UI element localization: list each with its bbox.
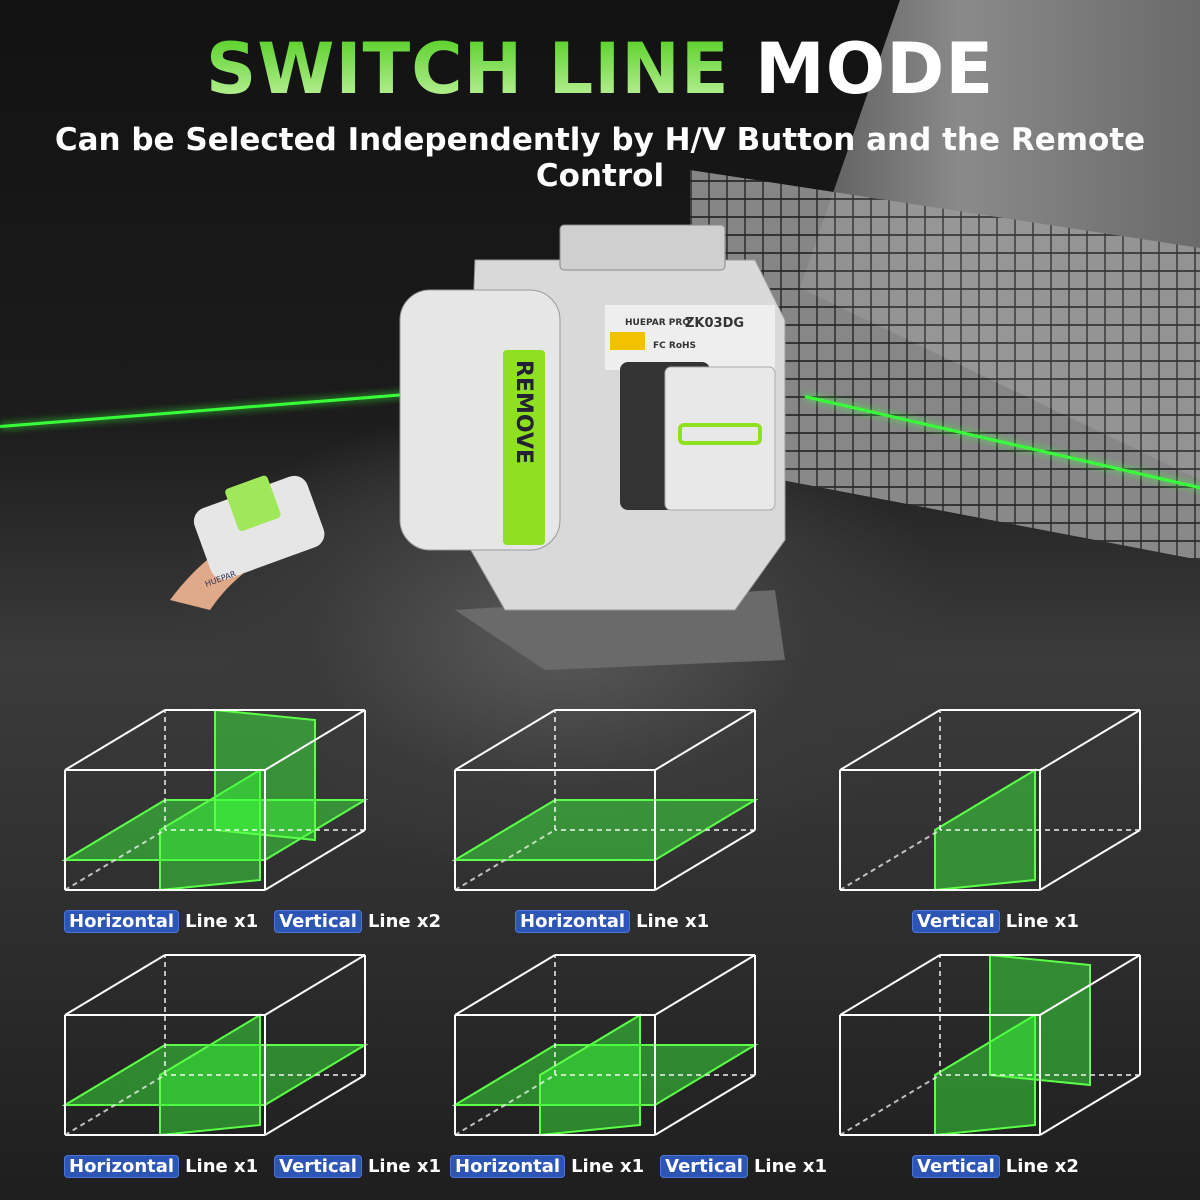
box-edge [654, 829, 756, 891]
line-mode-diagram [839, 709, 1141, 892]
vertical-tag: Vertical [274, 910, 362, 933]
box-edge [264, 1074, 366, 1136]
box-edge [839, 954, 941, 1016]
vertical-tag: Vertical [274, 1155, 362, 1178]
line-count: Line x2 [1005, 1156, 1079, 1177]
box-edge [1039, 709, 1141, 771]
title-white: MODE [755, 28, 995, 110]
line-count: Line x2 [367, 911, 442, 932]
box-edge [654, 954, 756, 1016]
vertical-tag: Vertical [660, 1155, 748, 1178]
line-mode-diagram [451, 709, 759, 891]
box-edge [454, 829, 556, 891]
line-count: Line x1 [367, 1156, 442, 1177]
box-edge [1039, 829, 1141, 891]
box-edge [839, 1074, 941, 1136]
line-count: Line x1 [1005, 911, 1079, 932]
horizontal-tag: Horizontal [515, 910, 631, 933]
box-edge [454, 954, 556, 1016]
box-edge [454, 709, 556, 771]
remote-control: HUEPAR [170, 475, 325, 610]
box-edge [264, 829, 366, 891]
box-edge [64, 1074, 166, 1136]
vertical-tag: Vertical [912, 910, 1000, 933]
box-edge [264, 709, 366, 771]
laser-level-device: REMOVE HUEPAR PRO ZK03DG FC RoHS [399, 224, 786, 670]
line-mode-diagram [61, 954, 369, 1137]
box-edge [1039, 1074, 1141, 1136]
box-edge [654, 1074, 756, 1136]
line-count: Line x1 [571, 1156, 645, 1177]
line-mode-diagram [451, 954, 759, 1137]
horizontal-tag: Horizontal [450, 1155, 566, 1178]
box-edge [454, 1074, 556, 1136]
certification-label: FC RoHS [653, 341, 696, 351]
remove-label: REMOVE [511, 360, 536, 464]
box-edge [264, 954, 366, 1016]
subtitle: Can be Selected Independently by H/V But… [54, 122, 1146, 194]
horizontal-tag: Horizontal [64, 910, 180, 933]
model-label: ZK03DG [685, 316, 744, 331]
box-edge [1039, 954, 1141, 1016]
brand-label: HUEPAR PRO [625, 318, 690, 328]
line-count: Line x1 [636, 911, 710, 932]
box-edge [839, 709, 941, 771]
vertical-tag: Vertical [912, 1155, 1000, 1178]
box-edge [64, 954, 166, 1016]
page-title: SWITCH LINE MODE [0, 28, 1200, 110]
line-mode-diagram [839, 953, 1141, 1137]
line-count: Line x1 [753, 1156, 828, 1177]
box-edge [654, 709, 756, 771]
line-mode-diagram [61, 708, 369, 892]
line-count: Line x1 [185, 1156, 259, 1177]
horizontal-tag: Horizontal [64, 1155, 180, 1178]
box-edge [64, 829, 166, 891]
box-edge [839, 829, 941, 891]
line-count: Line x1 [185, 911, 259, 932]
box-edge [64, 709, 166, 771]
title-green: SWITCH LINE [205, 28, 730, 110]
